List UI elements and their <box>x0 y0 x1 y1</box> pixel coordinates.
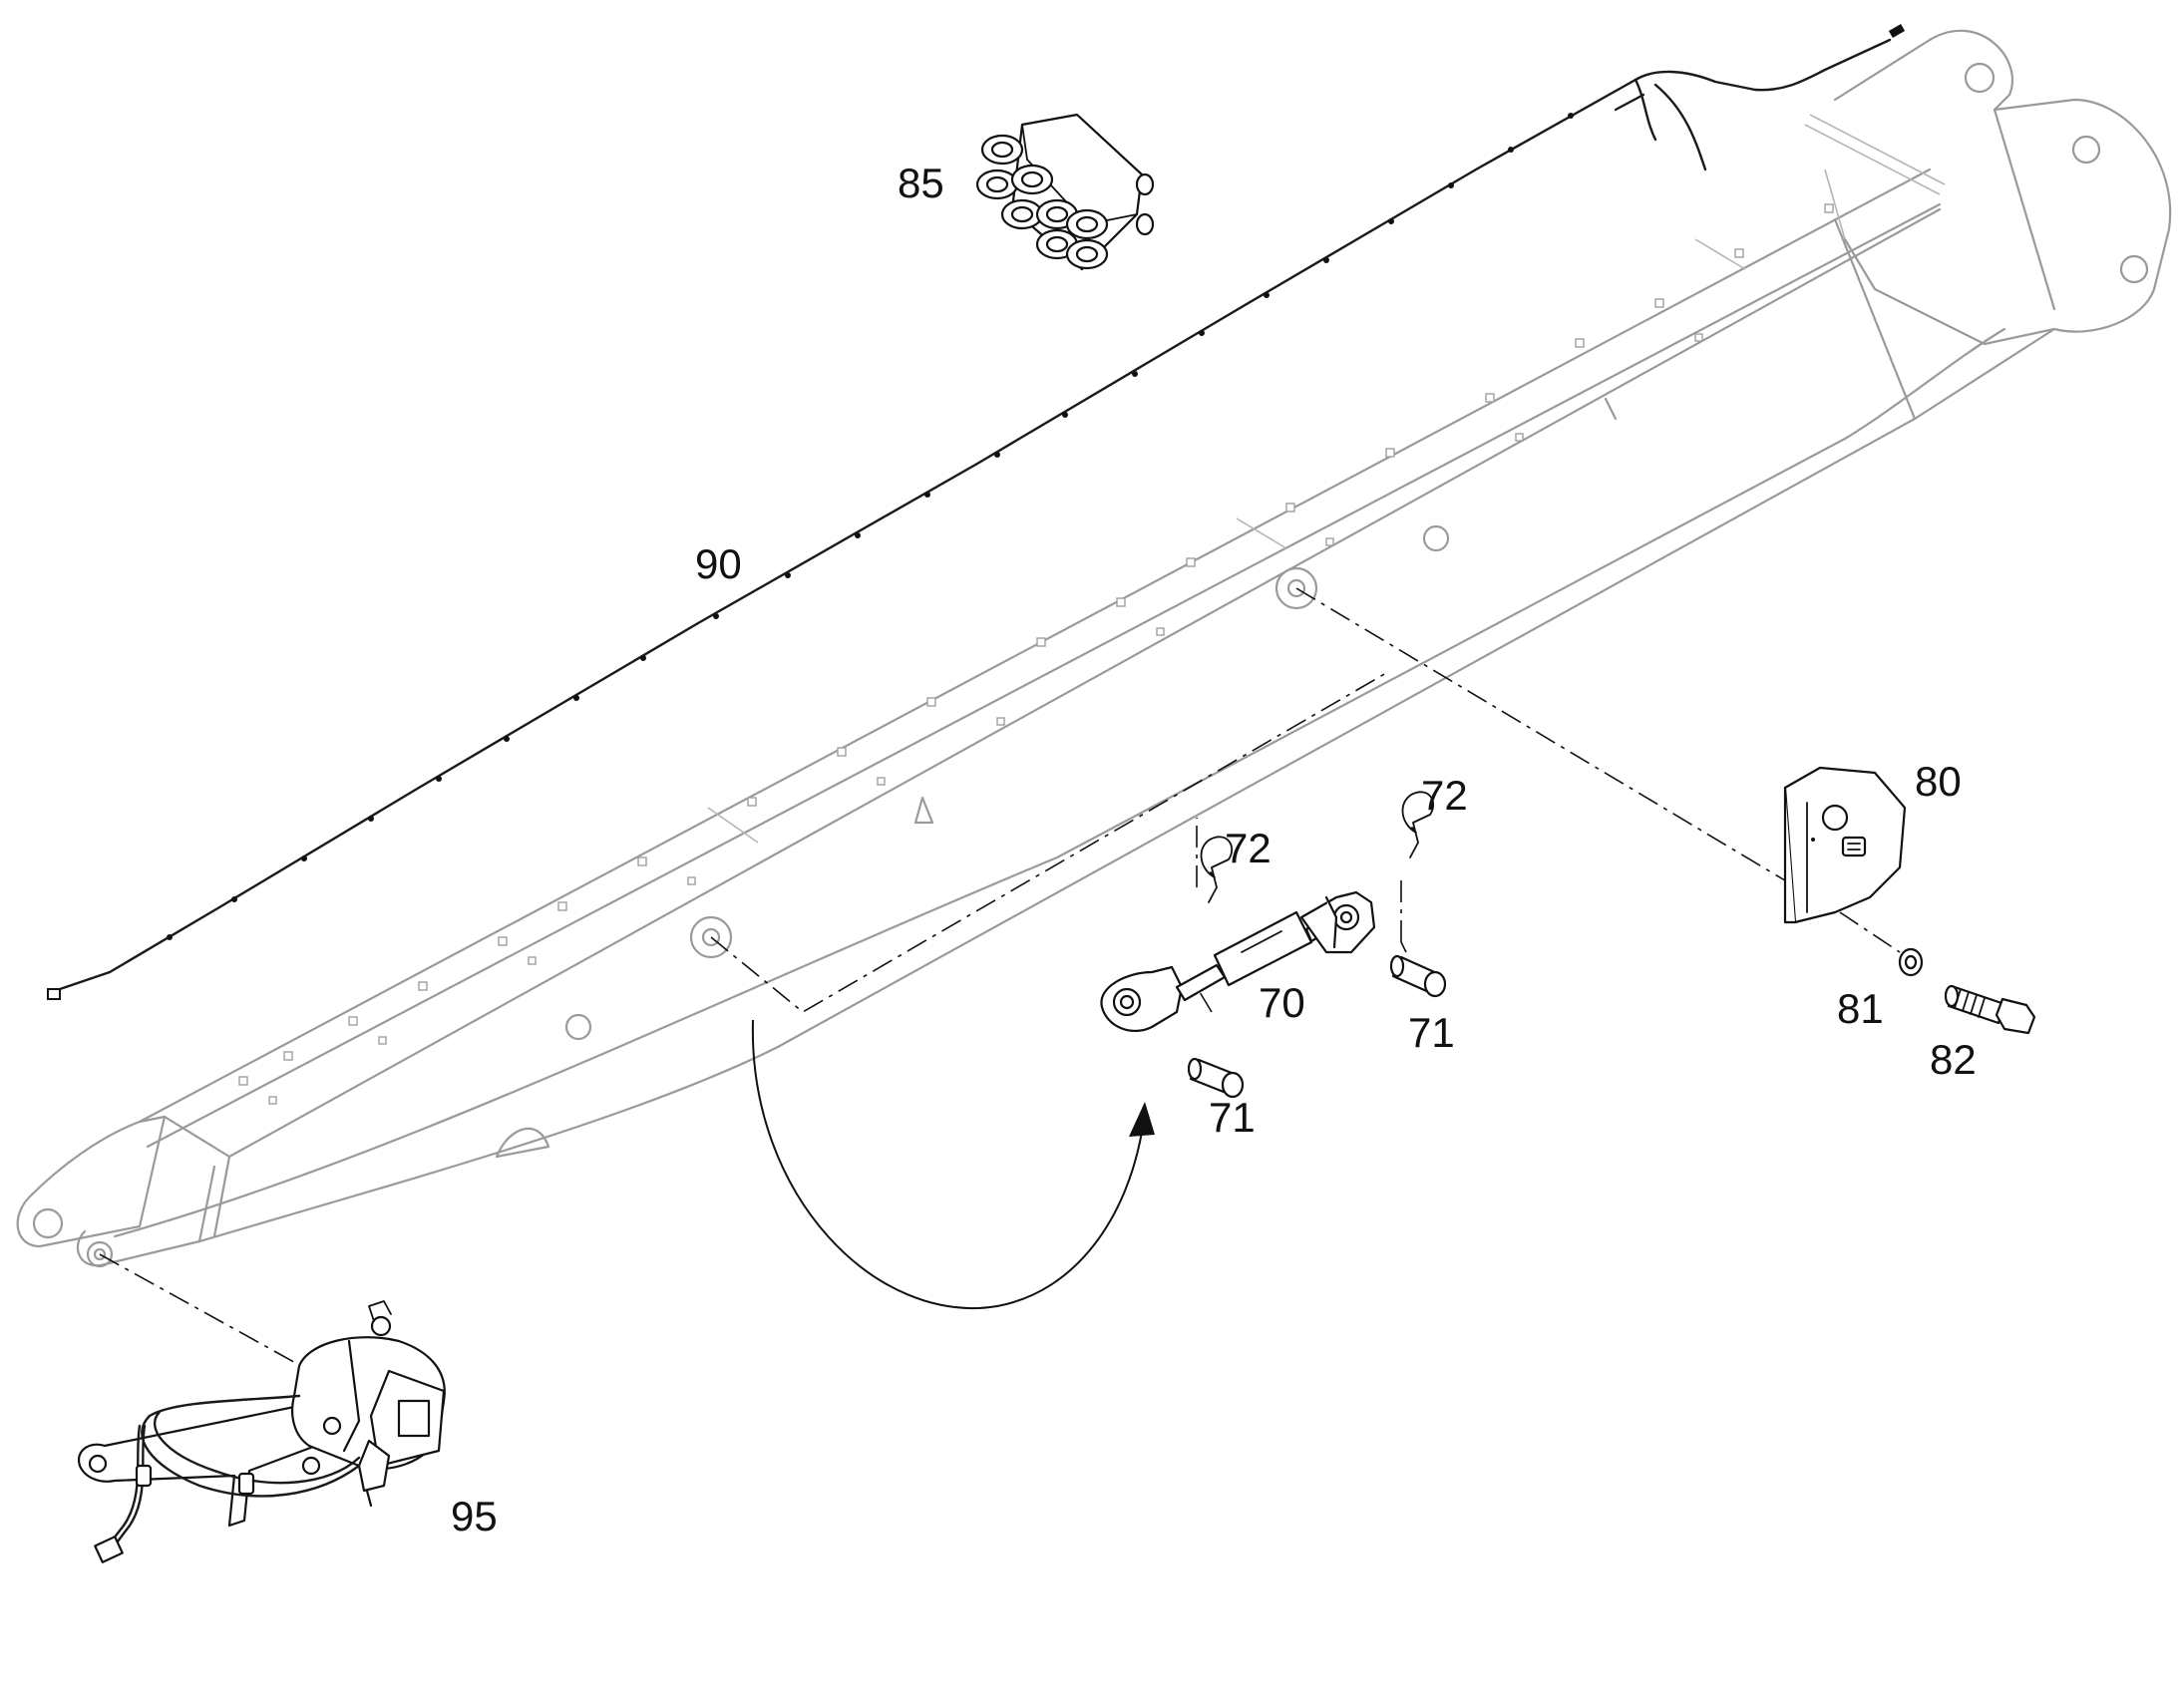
callout-95: 95 <box>451 1493 498 1539</box>
bracket-80 <box>1783 766 1907 924</box>
pin-71-lower <box>1187 1057 1245 1099</box>
wiring-harness-90 <box>47 24 1906 1000</box>
callout-82: 82 <box>1930 1036 1977 1083</box>
leader-lines <box>99 587 1901 1377</box>
callout-71-upper: 71 <box>1408 1009 1455 1056</box>
boom-bolt-pattern <box>238 203 1834 1105</box>
callout-80: 80 <box>1915 758 1962 805</box>
callout-71-lower: 71 <box>1209 1094 1256 1141</box>
sensor-assembly-95 <box>77 1300 446 1563</box>
connector-block-85 <box>975 113 1155 271</box>
harness-connector-icon <box>1888 24 1906 38</box>
callout-70: 70 <box>1259 979 1305 1026</box>
callout-72-left: 72 <box>1225 825 1272 871</box>
callout-90: 90 <box>695 540 742 587</box>
arrow-head-icon <box>1129 1102 1155 1137</box>
r-clip-72-right <box>1401 791 1435 858</box>
callout-labels: 85 90 80 72 72 70 71 71 81 82 95 <box>451 160 1977 1539</box>
boom-structure <box>16 29 2172 1268</box>
pin-71-upper <box>1389 954 1447 998</box>
relocation-arrow <box>751 1019 1155 1309</box>
callout-81: 81 <box>1837 985 1884 1032</box>
r-clip-72-left <box>1200 836 1234 903</box>
washer-81 <box>1898 947 1924 977</box>
callout-85: 85 <box>898 160 944 206</box>
callout-72-right: 72 <box>1421 772 1468 819</box>
bolt-82 <box>1944 984 2036 1035</box>
harness-plug-icon <box>47 988 61 1000</box>
turnbuckle-70 <box>1100 890 1376 1032</box>
